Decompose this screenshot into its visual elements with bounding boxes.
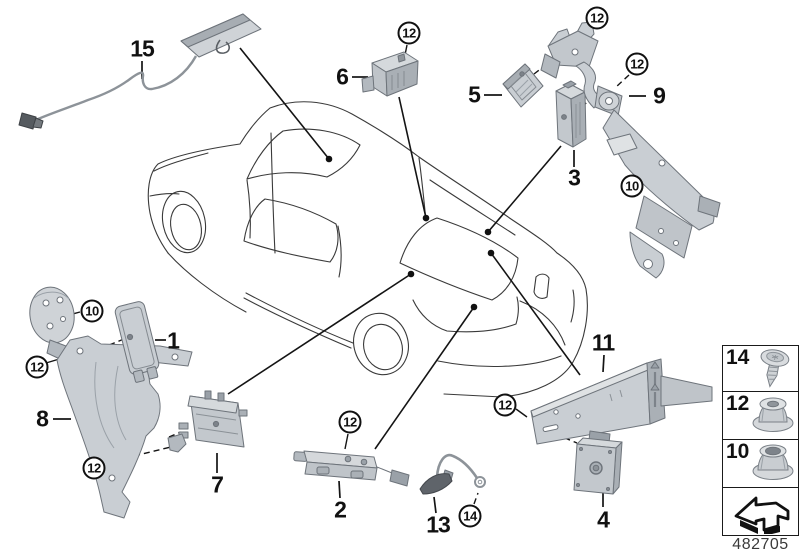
part-5-module — [502, 63, 544, 108]
mount-point-dots — [325, 155, 495, 311]
diagram-number: 482705 — [732, 536, 789, 553]
part-7-module — [167, 390, 248, 453]
legend-item-arrow — [723, 487, 798, 536]
legend-ref: 12 — [726, 392, 750, 415]
part-13-cable — [419, 453, 486, 495]
flange-nut-open-icon — [749, 441, 797, 488]
continuation-arrow-icon — [728, 490, 794, 539]
legend-item-nut-10: 10 — [723, 439, 798, 487]
leader-lines — [227, 47, 581, 450]
label-ticks — [53, 61, 646, 514]
legend-ref: 10 — [726, 440, 750, 463]
part-2-amplifier — [293, 450, 410, 487]
torx-screw-icon — [751, 347, 797, 396]
part-9-bracket — [540, 21, 721, 279]
flange-nut-icon — [749, 393, 797, 440]
legend-item-nut-12: 12 — [723, 391, 798, 439]
part-8-bracket — [29, 286, 193, 519]
fastener-legend: 14 12 10 — [722, 345, 799, 536]
part-11-bracket — [530, 358, 713, 445]
part-4-module — [573, 430, 623, 495]
legend-item-screw: 14 — [723, 346, 798, 391]
part-15-antenna — [18, 13, 262, 130]
part-6-module — [361, 51, 419, 97]
legend-ref: 14 — [726, 346, 750, 369]
part-3-module — [555, 80, 587, 148]
part-1-module — [114, 301, 160, 383]
car-outline — [147, 101, 588, 398]
